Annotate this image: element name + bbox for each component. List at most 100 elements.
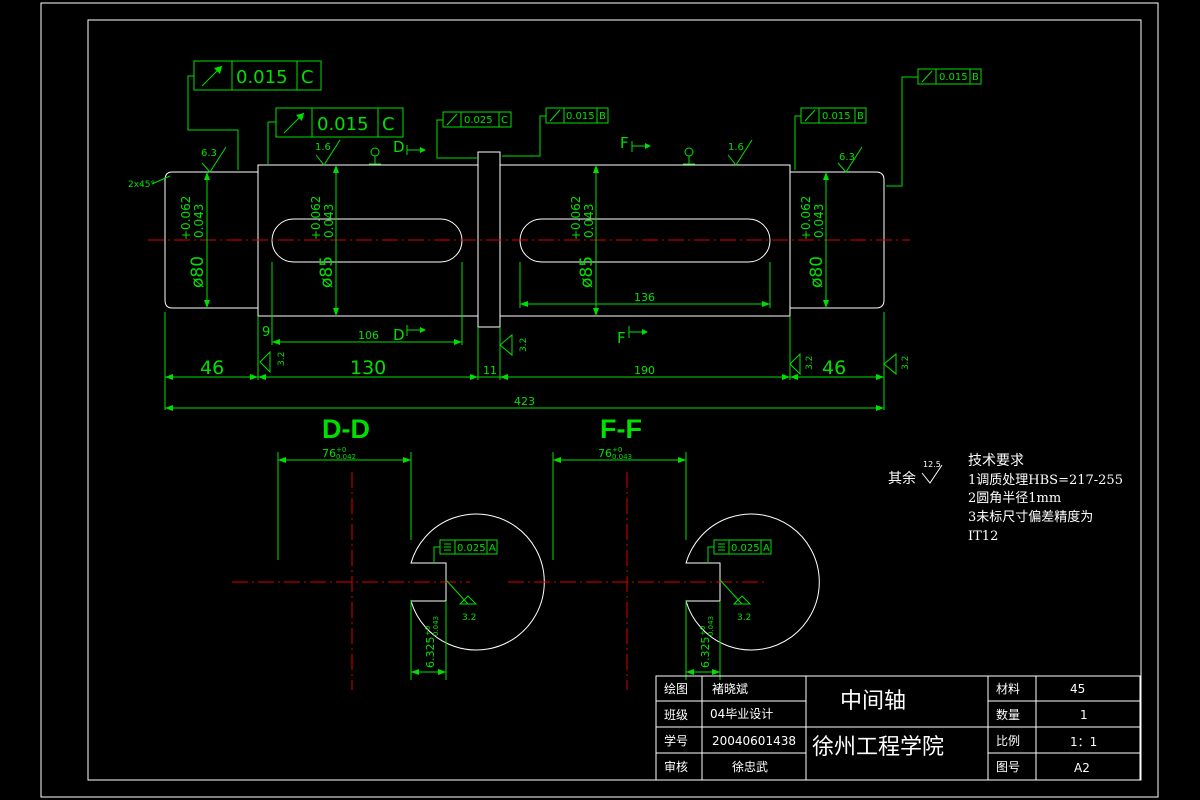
svg-text:0.015: 0.015: [317, 114, 369, 135]
section-mark-f-bottom: F: [617, 326, 648, 347]
dia-80-right: ø80: [807, 256, 827, 288]
svg-text:+0: +0: [336, 446, 346, 454]
dim-130: 130: [350, 357, 386, 379]
label-review: 审核: [664, 759, 688, 774]
section-title-dd: D-D: [322, 414, 370, 444]
roughness-3.2-d: 3.2: [883, 352, 911, 376]
label-quantity: 数量: [996, 707, 1020, 722]
dia-80-left-tol-lower: 0.043: [192, 204, 206, 238]
svg-text:+0: +0: [424, 626, 432, 636]
dim-136: 136: [634, 291, 655, 304]
value-id: 20040601438: [712, 734, 796, 748]
tech-req-item2: 2圆角半径1mm: [968, 491, 1061, 506]
svg-text:0.015: 0.015: [566, 111, 595, 122]
datum-symbol-right: [683, 147, 695, 165]
value-review: 徐忠武: [732, 759, 768, 774]
roughness-1.6-left: 1.6: [315, 139, 341, 166]
sheet-border: [40, 2, 1159, 798]
svg-text:C: C: [382, 114, 395, 135]
datum-symbol-left: [369, 147, 381, 165]
roughness-1.6-right: 1.6: [727, 139, 753, 166]
runout-frame-large-1: 0.015 C: [187, 60, 322, 170]
runout-frame-large-2: 0.015 C: [267, 107, 404, 164]
rest-roughness-note: 其余 12.5: [888, 460, 943, 487]
svg-text:C: C: [501, 115, 508, 126]
label-scale: 比例: [996, 734, 1020, 748]
dim-423: 423: [514, 395, 535, 408]
section-title-ff: F-F: [600, 414, 642, 444]
tech-req-item3: 3未标尺寸偏差精度为: [968, 509, 1093, 525]
svg-text:6.325: 6.325: [699, 637, 712, 669]
value-drawn: 褚晓斌: [712, 682, 748, 696]
svg-text:3.2: 3.2: [737, 613, 751, 623]
runout-frame-top-right: 0.015 B: [886, 68, 982, 187]
roughness-6.3-right: 6.3: [837, 146, 863, 173]
section-dd-view: 76 +0 0.042 6.325 +0 0.043 0.025 A 3.2: [232, 446, 545, 690]
svg-text:0.015: 0.015: [236, 67, 288, 88]
svg-text:A: A: [489, 543, 496, 554]
part-name: 中间轴: [840, 689, 906, 714]
svg-text:6.325: 6.325: [424, 637, 437, 669]
svg-text:+0: +0: [699, 626, 707, 636]
svg-text:F: F: [620, 134, 629, 152]
dia-85-left-tol: +0.062: [309, 196, 323, 240]
svg-text:D: D: [393, 326, 405, 344]
chamfer-label: 2x45°: [128, 180, 155, 190]
svg-text:76: 76: [598, 447, 612, 460]
dia-85-right-tol-lower: 0.043: [582, 204, 596, 238]
school-name: 徐州工程学院: [812, 735, 944, 760]
value-quantity: 1: [1080, 708, 1088, 722]
svg-text:1.6: 1.6: [728, 142, 744, 153]
value-scale: 1：1: [1070, 735, 1097, 749]
label-class: 班级: [664, 708, 688, 722]
label-material: 材料: [996, 682, 1020, 696]
svg-text:0.043: 0.043: [707, 616, 715, 636]
svg-text:3.2: 3.2: [277, 352, 287, 366]
svg-text:0.025: 0.025: [464, 115, 493, 126]
roughness-3.2-b: 3.2: [499, 333, 529, 357]
section-mark-d-top: D: [393, 138, 426, 156]
svg-text:3.2: 3.2: [901, 356, 911, 370]
svg-text:12.5: 12.5: [923, 460, 941, 469]
dim-190: 190: [634, 364, 655, 377]
runout-frame-small-b1: 0.015 B: [502, 107, 609, 157]
dim-46-right: 46: [822, 357, 846, 379]
dia-85-right: ø85: [577, 256, 597, 288]
svg-text:A: A: [763, 543, 770, 554]
svg-text:+0: +0: [612, 446, 622, 454]
dim-106: 106: [358, 329, 379, 342]
dia-85-left-tol-lower: 0.043: [322, 204, 336, 238]
svg-text:B: B: [857, 111, 864, 122]
dia-85-right-tol: +0.062: [569, 196, 583, 240]
svg-text:0.043: 0.043: [432, 616, 440, 636]
section-mark-f-top: F: [620, 134, 651, 152]
svg-text:0.043: 0.043: [612, 453, 632, 461]
dim-11: 11: [483, 364, 497, 377]
runout-frame-small-b2: 0.015 B: [794, 107, 867, 170]
label-drawing-no: 图号: [996, 760, 1020, 774]
svg-text:0.025: 0.025: [731, 543, 760, 554]
svg-text:6.3: 6.3: [839, 152, 855, 163]
svg-text:F: F: [617, 329, 626, 347]
technical-requirements: 技术要求 1调质处理HBS=217-255 2圆角半径1mm 3未标尺寸偏差精度…: [968, 453, 1123, 544]
label-id: 学号: [664, 733, 688, 748]
svg-text:0.025: 0.025: [457, 543, 486, 554]
dia-85-left: ø85: [317, 256, 337, 288]
svg-text:3.2: 3.2: [519, 338, 529, 352]
svg-text:D: D: [393, 138, 405, 156]
svg-text:6.3: 6.3: [201, 148, 217, 159]
roughness-3.2-c: 3.2: [789, 352, 815, 376]
svg-text:B: B: [972, 72, 979, 83]
dia-80-left-tol: +0.062: [179, 196, 193, 240]
section-mark-d-bottom: D: [393, 325, 426, 344]
dim-46-left: 46: [200, 357, 224, 379]
roughness-3.2-a: 3.2: [259, 350, 287, 374]
tech-req-item3b: IT12: [968, 529, 998, 544]
frame-border: [87, 19, 1142, 781]
svg-text:76: 76: [322, 447, 336, 460]
value-material: 45: [1070, 682, 1085, 696]
svg-text:0.015: 0.015: [822, 111, 851, 122]
svg-text:1.6: 1.6: [315, 142, 331, 153]
svg-text:B: B: [599, 111, 606, 122]
